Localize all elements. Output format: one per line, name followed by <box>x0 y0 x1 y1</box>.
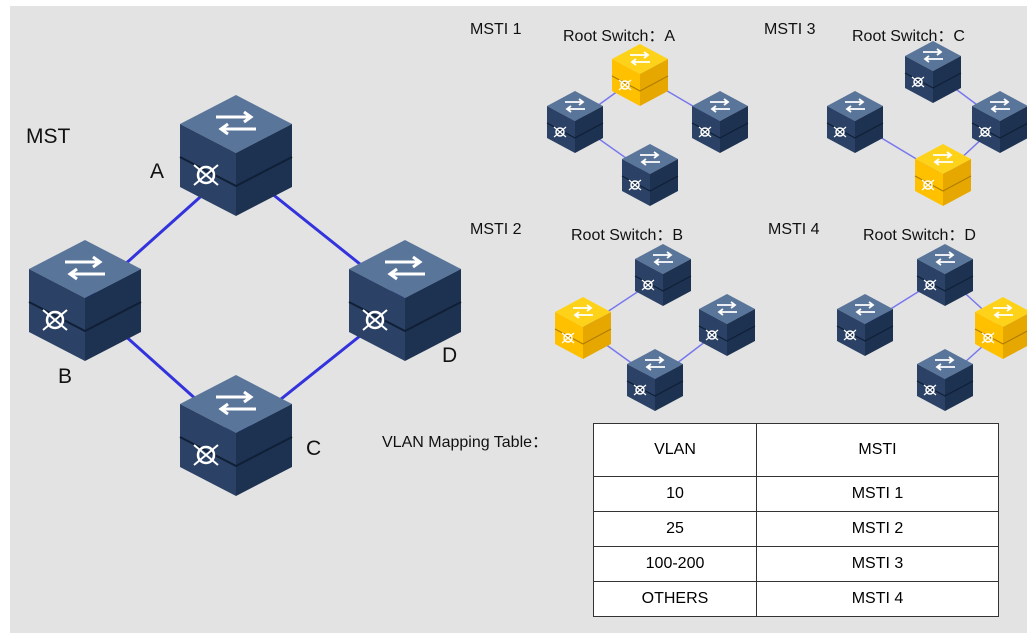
switch-b <box>27 238 143 363</box>
node-label-a: A <box>150 160 165 183</box>
msti2-switch-d <box>698 293 756 357</box>
msti3-switch-d <box>971 90 1027 154</box>
msti1-root-label: Root Switch：A <box>563 28 676 45</box>
msti1-switch-a-root <box>611 43 669 107</box>
table-row: 25 MSTI 2 <box>593 511 999 547</box>
table-row: 10 MSTI 1 <box>593 476 999 512</box>
node-label-c: C <box>306 437 322 460</box>
cell-msti: MSTI 2 <box>756 511 999 547</box>
msti3-switch-b <box>826 90 884 154</box>
header-msti: MSTI <box>756 423 999 477</box>
table-row: OTHERS MSTI 4 <box>593 581 999 617</box>
msti3-label: MSTI 3 <box>764 21 816 38</box>
cell-msti: MSTI 4 <box>756 581 999 617</box>
msti1-switch-c <box>621 143 679 207</box>
msti3-switch-c-root <box>914 143 972 207</box>
msti1-label: MSTI 1 <box>470 21 522 38</box>
msti3-root-label: Root Switch：C <box>852 28 965 45</box>
msti2-label: MSTI 2 <box>470 221 522 238</box>
cell-msti: MSTI 1 <box>756 476 999 512</box>
table-header-row: VLAN MSTI <box>593 423 999 477</box>
vlan-table-title: VLAN Mapping Table： <box>382 434 549 451</box>
header-vlan: VLAN <box>593 423 757 477</box>
cell-vlan: 25 <box>593 511 757 547</box>
msti4-label: MSTI 4 <box>768 221 820 238</box>
msti4-switch-d-root <box>974 296 1027 360</box>
cell-vlan: OTHERS <box>593 581 757 617</box>
switch-d <box>347 238 463 363</box>
msti4-switch-a <box>916 243 974 307</box>
msti2-switch-b-root <box>554 296 612 360</box>
msti1-switch-b <box>546 90 604 154</box>
switch-c <box>178 373 294 498</box>
msti3-switch-a <box>904 40 962 104</box>
msti1-switch-d <box>691 90 749 154</box>
cell-msti: MSTI 3 <box>756 546 999 582</box>
msti4-switch-c <box>916 348 974 412</box>
msti4-switch-b <box>836 293 894 357</box>
msti4-root-label: Root Switch：D <box>863 227 976 244</box>
node-label-b: B <box>58 365 73 388</box>
vlan-mapping-table: VLAN MSTI 10 MSTI 1 25 MSTI 2 100-200 MS… <box>593 423 999 617</box>
cell-vlan: 100-200 <box>593 546 757 582</box>
node-label-d: D <box>442 344 458 367</box>
msti2-root-label: Root Switch：B <box>571 227 684 244</box>
msti2-switch-c <box>626 348 684 412</box>
table-row: 100-200 MSTI 3 <box>593 546 999 582</box>
mst-label: MST <box>26 125 71 148</box>
cell-vlan: 10 <box>593 476 757 512</box>
msti2-switch-a <box>634 243 692 307</box>
